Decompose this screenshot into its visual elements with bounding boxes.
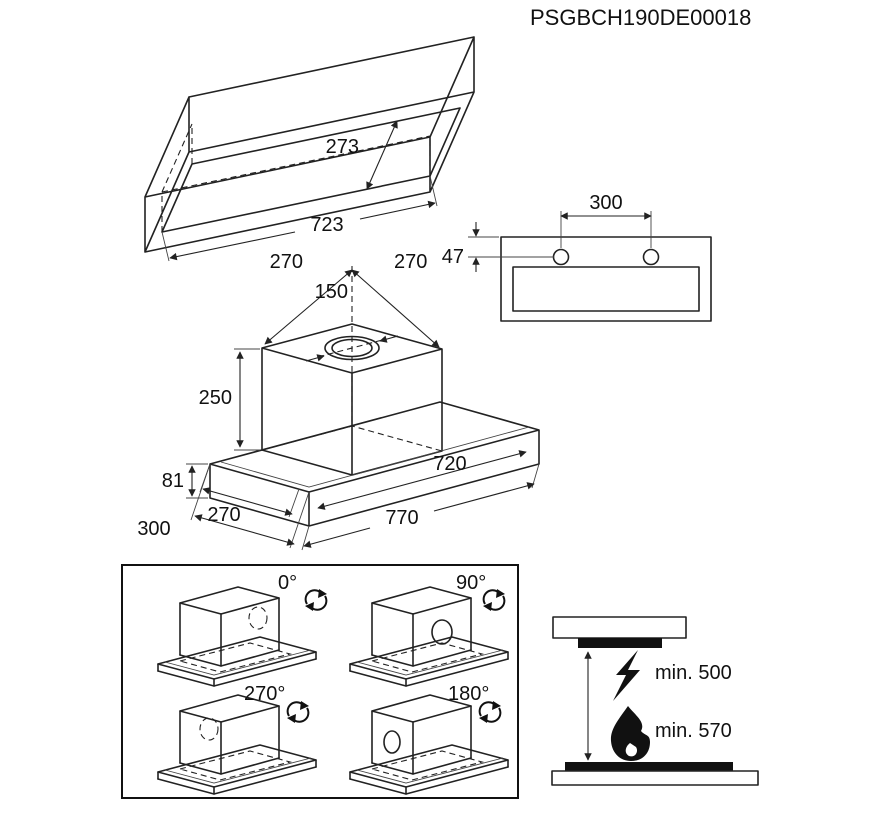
- angle-label-90: 90°: [456, 572, 486, 594]
- mini-hood-180: [349, 694, 509, 795]
- dim-300-depth-label: 300: [137, 518, 170, 540]
- dim-150-arrow-right: [379, 335, 399, 343]
- rotate-icon-90: [482, 588, 506, 612]
- hood-front-outline: [500, 236, 712, 322]
- filter-panel-outline: [512, 266, 700, 312]
- mini-hood-0: [157, 586, 317, 687]
- outlet-0-hidden: [248, 606, 268, 630]
- dim-250-label: 250: [199, 387, 232, 409]
- outlet-270-hidden: [199, 717, 219, 741]
- product-code: PSGBCH190DE00018: [530, 5, 751, 30]
- dim-line-300-depth: [194, 514, 295, 546]
- fixing-hole-right: [642, 248, 660, 266]
- dim-270-left-label: 270: [270, 251, 303, 273]
- rotate-icon-180: [478, 700, 502, 724]
- dim-81-label: 81: [162, 470, 184, 492]
- cutout-hidden-edges: [161, 123, 431, 232]
- hood-base: [209, 401, 540, 527]
- hood-base-rim: [220, 426, 530, 488]
- hood-side-outline: [552, 616, 687, 639]
- hob-surface: [565, 762, 733, 771]
- hood-dimensions-diagram: 270 270 150 250 81 270 300 720 770: [137, 251, 540, 551]
- dim-770-label: 770: [385, 507, 418, 529]
- outlet-180: [383, 730, 401, 754]
- outlet-90: [431, 619, 453, 645]
- worktop-outline: [551, 770, 759, 786]
- dim-300-holes-label: 300: [589, 192, 622, 214]
- dim-270-right-label: 270: [394, 251, 427, 273]
- flame-icon: [610, 706, 650, 761]
- dim-line-770-a: [303, 527, 371, 548]
- dim-line-723-a: [169, 231, 296, 261]
- front-view-diagram: 300 47: [442, 192, 712, 322]
- panel-border: [121, 564, 519, 799]
- dim-line-273: [366, 120, 398, 190]
- dim-270-depth-label: 270: [207, 504, 240, 526]
- outlet-rotation-panel: 0° 90° 270° 180°: [121, 564, 519, 799]
- cutout-opening: [161, 107, 461, 233]
- dim-line-270-left: [264, 269, 353, 345]
- clearance-diagram: min. 500 min. 570: [551, 616, 759, 786]
- dim-line-720: [317, 450, 527, 510]
- dim-line-723-b: [359, 200, 436, 220]
- dim-723-label: 723: [310, 214, 343, 236]
- lightning-bolt-icon: [613, 650, 640, 701]
- chimney-box: [261, 323, 443, 476]
- mini-hood-270: [157, 694, 317, 795]
- cabinet-cutout-diagram: 723 273: [144, 36, 475, 262]
- dim-line-270-right: [351, 269, 440, 348]
- clearance-gas-label: min. 570: [655, 720, 732, 742]
- angle-label-270: 270°: [244, 683, 285, 705]
- angle-label-180: 180°: [448, 683, 489, 705]
- dim-720-label: 720: [433, 453, 466, 475]
- dim-47-label: 47: [442, 246, 464, 268]
- hood-filter-block: [578, 638, 662, 648]
- dim-150-arrow-left: [305, 354, 325, 362]
- rotate-icon-270: [286, 700, 310, 724]
- fixing-hole-left: [552, 248, 570, 266]
- dim-273-label: 273: [326, 136, 359, 158]
- angle-label-0: 0°: [278, 572, 297, 594]
- flame-icon-inner: [625, 743, 638, 757]
- rotate-icon-0: [304, 588, 328, 612]
- clearance-electric-label: min. 500: [655, 662, 732, 684]
- dim-line-770-b: [433, 482, 535, 512]
- dim-line-270-depth: [202, 487, 293, 516]
- dim-150-label: 150: [315, 281, 348, 303]
